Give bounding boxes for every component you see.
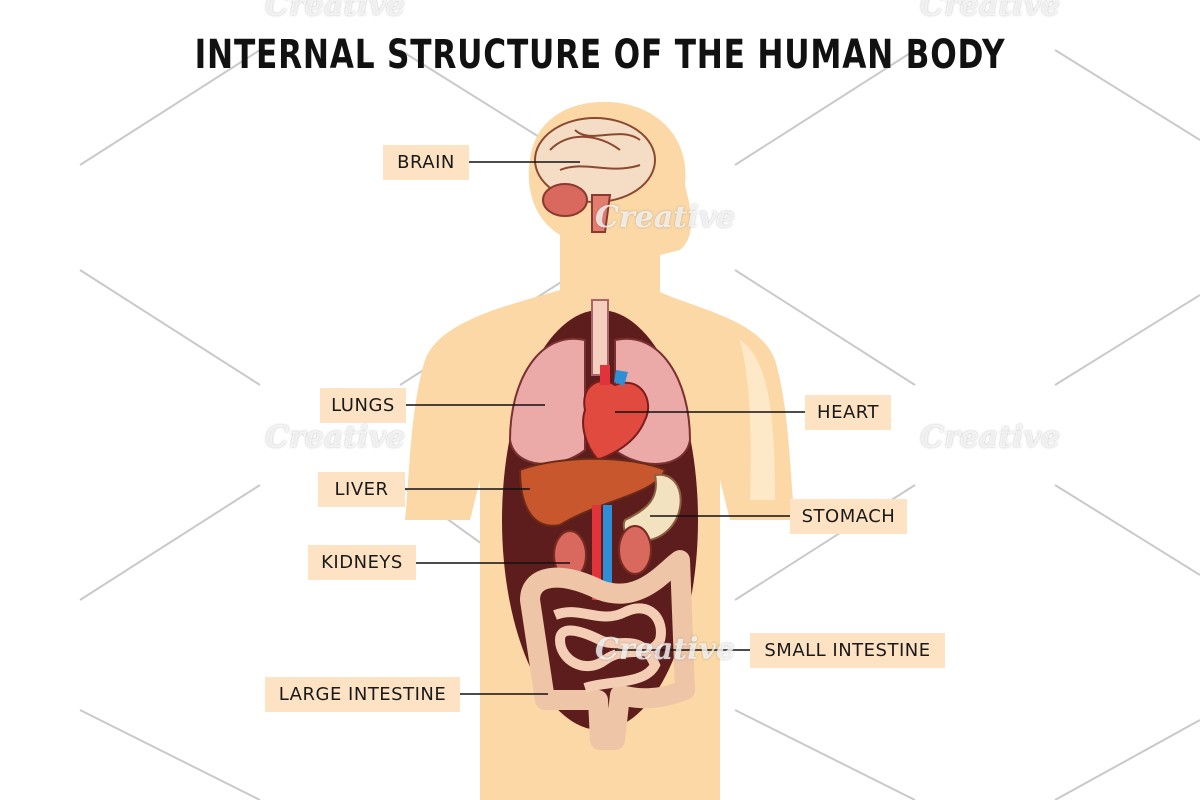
label-large-intestine: LARGE INTESTINE <box>265 677 460 712</box>
label-heart: HEART <box>805 395 891 430</box>
label-brain: BRAIN <box>383 145 469 180</box>
vena-cava-icon <box>603 505 612 600</box>
heart-icon <box>582 365 650 462</box>
diagram-title: INTERNAL STRUCTURE OF THE HUMAN BODY <box>194 32 1006 78</box>
label-kidneys: KIDNEYS <box>308 545 416 580</box>
label-stomach: STOMACH <box>790 499 907 534</box>
trachea-icon <box>591 299 609 376</box>
aorta-icon <box>592 505 601 600</box>
lungs-icon <box>508 337 692 465</box>
leader-lines <box>405 161 805 695</box>
large-intestine-icon <box>520 550 695 750</box>
label-lungs: LUNGS <box>320 388 406 423</box>
liver-icon <box>518 457 667 527</box>
brain-icon <box>534 117 656 233</box>
label-liver: LIVER <box>318 472 405 507</box>
kidneys-icon <box>553 525 652 580</box>
small-intestine-icon <box>553 603 666 693</box>
label-small-intestine: SMALL INTESTINE <box>750 633 945 668</box>
body-highlight <box>740 340 775 500</box>
